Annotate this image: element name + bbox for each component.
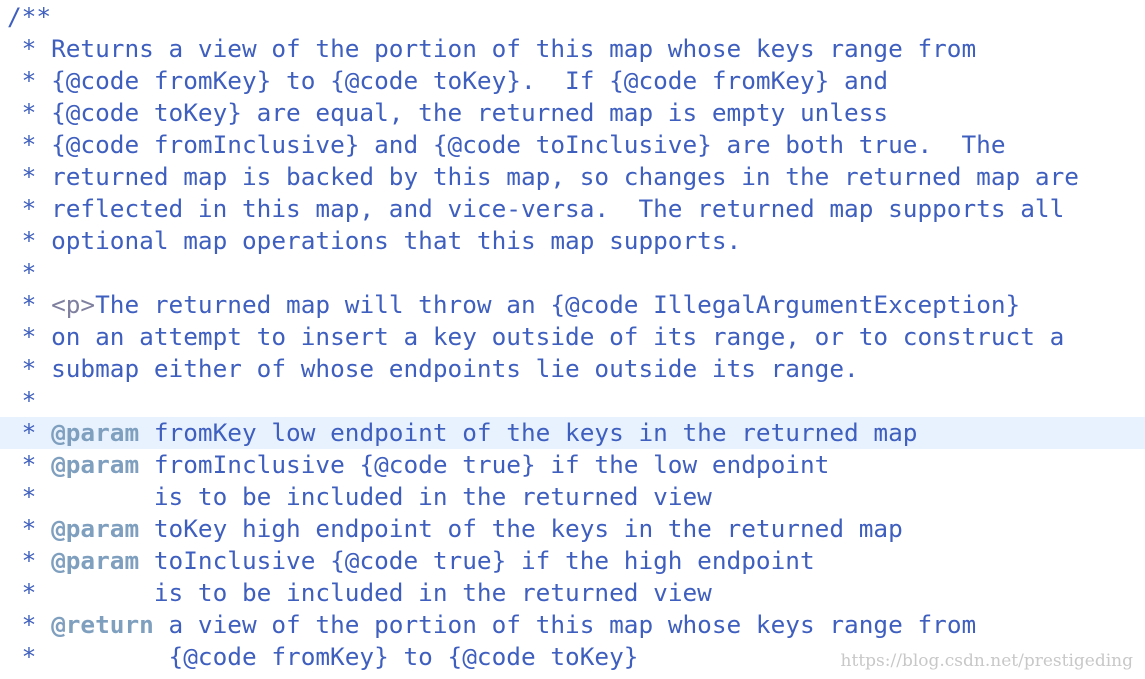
code-line[interactable]: * returned map is backed by this map, so… — [0, 161, 1145, 193]
comment-text: {@code fromInclusive} and {@code toInclu… — [51, 130, 1006, 159]
comment-prefix: * — [7, 642, 169, 671]
comment-prefix: * — [7, 34, 52, 63]
comment-text: optional map operations that this map su… — [51, 226, 742, 255]
code-line[interactable]: * @param fromKey low endpoint of the key… — [0, 417, 1145, 449]
code-line[interactable]: * @param toKey high endpoint of the keys… — [0, 513, 1145, 545]
comment-text: The returned map will throw an {@code Il… — [95, 290, 1021, 319]
comment-text: reflected in this map, and vice-versa. T… — [51, 194, 1065, 223]
comment-text: returned map is backed by this map, so c… — [51, 162, 1079, 191]
javadoc-tag: @return — [51, 610, 154, 639]
code-line[interactable]: * {@code toKey} are equal, the returned … — [0, 97, 1145, 129]
comment-prefix: * — [7, 418, 52, 447]
code-line[interactable]: * on an attempt to insert a key outside … — [0, 321, 1145, 353]
javadoc-tag: @param — [51, 418, 140, 447]
code-line[interactable]: * Returns a view of the portion of this … — [0, 33, 1145, 65]
comment-text: toInclusive {@code true} if the high end… — [139, 546, 815, 575]
code-line[interactable]: /** — [0, 1, 1145, 33]
comment-text: {@code toKey} are equal, the returned ma… — [51, 98, 889, 127]
code-line[interactable]: * is to be included in the returned view — [0, 481, 1145, 513]
comment-text: fromInclusive {@code true} if the low en… — [139, 450, 830, 479]
code-line[interactable]: * submap either of whose endpoints lie o… — [0, 353, 1145, 385]
comment-text: is to be included in the returned view — [153, 578, 712, 607]
comment-prefix: * — [7, 546, 52, 575]
comment-prefix: * — [7, 386, 37, 415]
html-tag: <p> — [51, 290, 96, 319]
javadoc-tag: @param — [51, 514, 140, 543]
javadoc-tag: @param — [51, 546, 140, 575]
comment-prefix: * — [7, 322, 52, 351]
comment-text: submap either of whose endpoints lie out… — [51, 354, 859, 383]
code-line[interactable]: * is to be included in the returned view — [0, 577, 1145, 609]
watermark-text: https://blog.csdn.net/prestigeding — [840, 651, 1133, 671]
comment-prefix: * — [7, 258, 37, 287]
comment-prefix: * — [7, 578, 154, 607]
comment-text: fromKey low endpoint of the keys in the … — [139, 418, 918, 447]
comment-text: {@code fromKey} to {@code toKey} — [168, 642, 639, 671]
code-line[interactable]: * @param toInclusive {@code true} if the… — [0, 545, 1145, 577]
code-line[interactable]: * @return a view of the portion of this … — [0, 609, 1145, 641]
comment-text: Returns a view of the portion of this ma… — [51, 34, 977, 63]
comment-prefix: * — [7, 130, 52, 159]
code-line[interactable]: * — [0, 385, 1145, 417]
comment-prefix: * — [7, 450, 52, 479]
code-line[interactable]: * @param fromInclusive {@code true} if t… — [0, 449, 1145, 481]
comment-prefix: * — [7, 98, 52, 127]
comment-prefix: * — [7, 162, 52, 191]
comment-prefix: * — [7, 610, 52, 639]
comment-prefix: /** — [7, 2, 52, 31]
comment-text: toKey high endpoint of the keys in the r… — [139, 514, 903, 543]
comment-prefix: * — [7, 482, 154, 511]
comment-text: a view of the portion of this map whose … — [153, 610, 977, 639]
code-line[interactable]: * {@code fromKey} to {@code toKey}. If {… — [0, 65, 1145, 97]
comment-prefix: * — [7, 290, 52, 319]
comment-prefix: * — [7, 66, 52, 95]
comment-prefix: * — [7, 226, 52, 255]
comment-text: on an attempt to insert a key outside of… — [51, 322, 1065, 351]
comment-text: is to be included in the returned view — [153, 482, 712, 511]
comment-prefix: * — [7, 514, 52, 543]
code-line[interactable]: * optional map operations that this map … — [0, 225, 1145, 257]
code-line[interactable]: * reflected in this map, and vice-versa.… — [0, 193, 1145, 225]
code-line[interactable]: * {@code fromKey} to {@code toKey} — [0, 641, 1145, 673]
code-line[interactable]: * — [0, 257, 1145, 289]
comment-text: {@code fromKey} to {@code toKey}. If {@c… — [51, 66, 889, 95]
javadoc-tag: @param — [51, 450, 140, 479]
comment-prefix: * — [7, 194, 52, 223]
comment-prefix: * — [7, 354, 52, 383]
code-line[interactable]: * {@code fromInclusive} and {@code toInc… — [0, 129, 1145, 161]
code-line[interactable]: * <p>The returned map will throw an {@co… — [0, 289, 1145, 321]
